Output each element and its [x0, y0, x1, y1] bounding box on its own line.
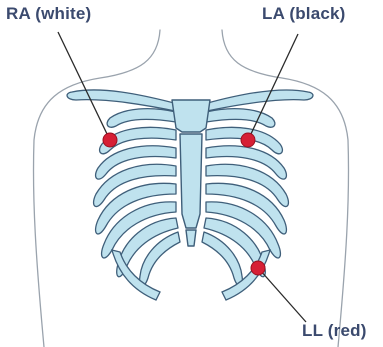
la-electrode-label: LA (black) — [262, 4, 346, 24]
ll-electrode-label: LL (red) — [302, 321, 367, 341]
ll-electrode-dot — [251, 261, 265, 275]
ra-pointer-line — [58, 32, 108, 136]
ra-electrode-label: RA (white) — [6, 4, 91, 24]
ra-electrode-dot — [103, 133, 117, 147]
right-clavicle — [67, 90, 180, 112]
ll-pointer-line — [260, 270, 306, 322]
la-electrode-dot — [241, 133, 255, 147]
left-clavicle — [202, 90, 313, 112]
